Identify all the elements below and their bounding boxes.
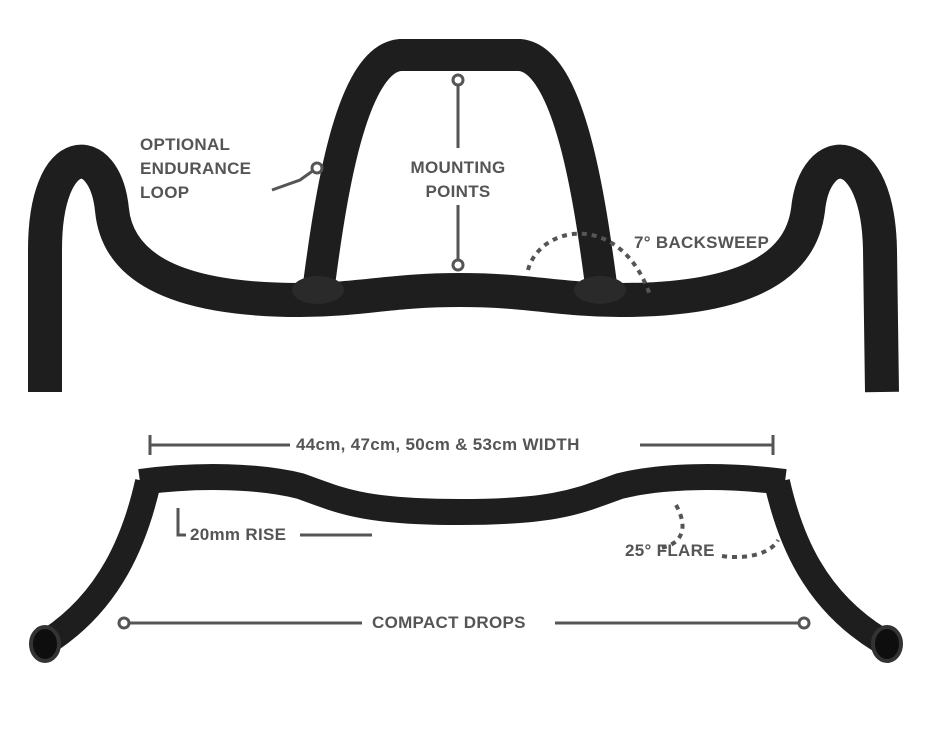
label-line: LOOP [140, 183, 190, 202]
flare-label: 25° FLARE [625, 541, 715, 560]
label-line: MOUNTING [410, 158, 506, 177]
backsweep-label: 7° BACKSWEEP [634, 233, 770, 252]
annotation-lines [117, 73, 811, 630]
label-line: OPTIONAL [140, 135, 231, 154]
handlebar-front-view [28, 39, 899, 393]
label-line: POINTS [425, 182, 491, 201]
mounting-points-label: MOUNTING POINTS [400, 156, 516, 204]
handlebar-top-view [29, 464, 903, 663]
compact-drops-label: COMPACT DROPS [372, 613, 526, 632]
label-line: ENDURANCE [140, 159, 252, 178]
rise-label: 20mm RISE [190, 525, 287, 544]
width-label: 44cm, 47cm, 50cm & 53cm WIDTH [296, 435, 580, 454]
endurance-loop-label: OPTIONAL ENDURANCE LOOP [140, 133, 251, 205]
